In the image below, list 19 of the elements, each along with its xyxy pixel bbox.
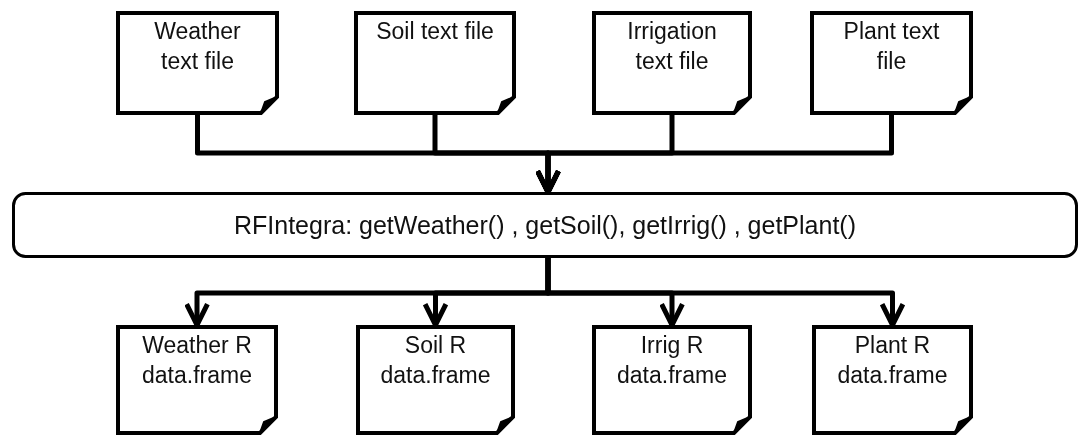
document-box (812, 325, 973, 435)
document-box (116, 11, 279, 115)
file-label: Weather text file (153, 17, 242, 76)
document-box (356, 325, 515, 435)
document-box (116, 325, 278, 435)
file-label: Soil text file (376, 17, 494, 46)
file-label: Irrig R data.frame (616, 331, 728, 390)
file-label: Soil R data.frame (379, 331, 492, 390)
process-box (12, 192, 1078, 258)
function-list-text: RFIntegra: getWeather() , getSoil(), getIrrig() , getPlant() (233, 209, 857, 241)
document-box (810, 11, 973, 115)
connector-arrow (545, 258, 906, 328)
document-box (592, 325, 752, 435)
file-label: Plant R data.frame (836, 331, 949, 390)
document-box (592, 11, 752, 115)
file-label: Irrigation text file (626, 17, 718, 76)
file-label: Plant text file (842, 17, 941, 76)
file-label: Weather R data.frame (141, 331, 253, 390)
document-box (354, 11, 516, 115)
